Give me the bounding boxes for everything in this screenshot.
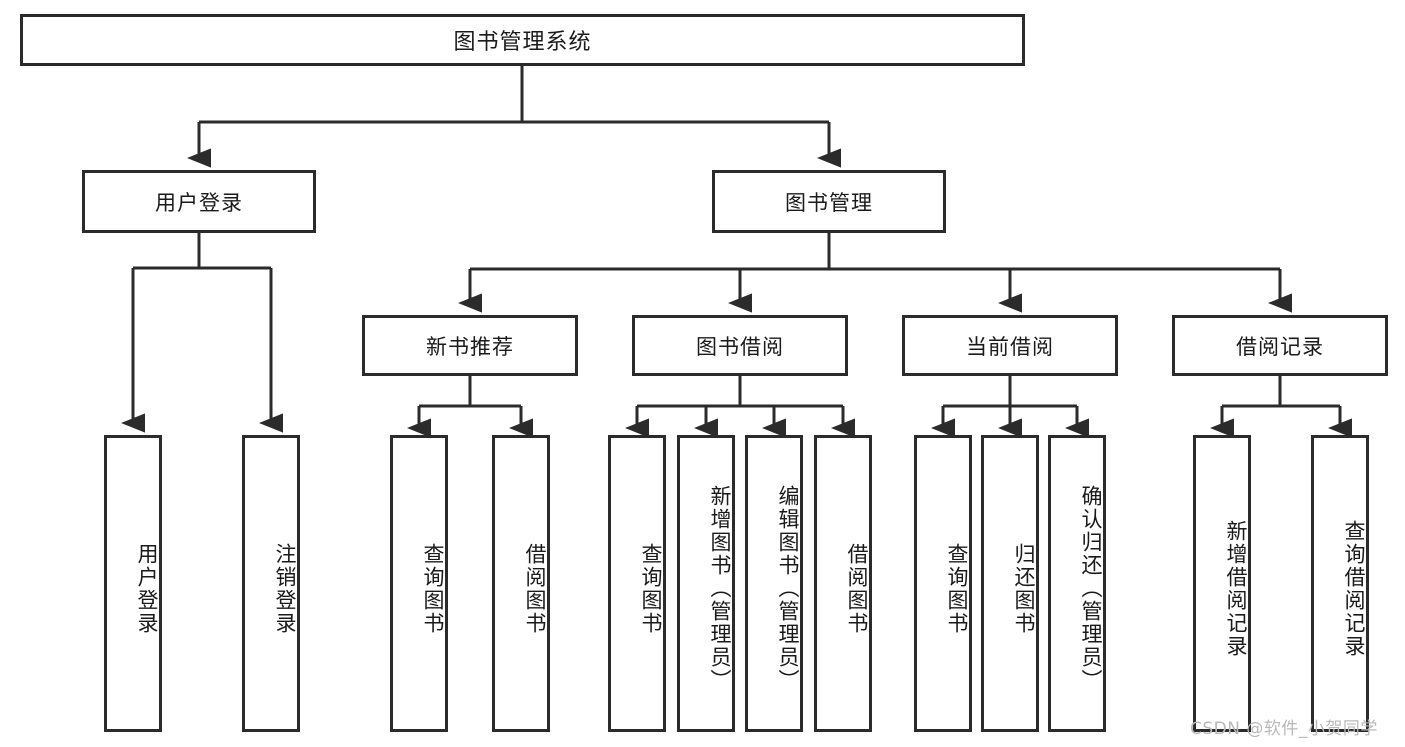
node-leaf-query-record[interactable]: 查询借阅记录 [1311,435,1369,732]
node-current-borrow[interactable]: 当前借阅 [902,315,1118,376]
node-leaf-logout-login[interactable]: 注销登录 [242,435,300,732]
node-leaf-user-login[interactable]: 用户登录 [104,435,162,732]
node-leaf-confirm-return[interactable]: 确认归还（管理员） [1048,435,1106,732]
leaf-label: 借阅图书 [845,542,869,635]
node-leaf-borrow-book-1[interactable]: 借阅图书 [492,435,550,732]
leaf-label: 用户登录 [135,542,159,635]
node-leaf-add-record[interactable]: 新增借阅记录 [1193,435,1251,732]
leaf-label: 归还图书 [1012,542,1036,635]
node-new-book-recommend[interactable]: 新书推荐 [362,315,578,376]
node-user-login[interactable]: 用户登录 [82,170,316,233]
leaf-label: 查询图书 [945,542,969,635]
leaf-label: 查询图书 [639,542,663,635]
node-borrow-record[interactable]: 借阅记录 [1172,315,1388,376]
leaf-label: 查询图书 [421,542,445,635]
leaf-label: 确认归还（管理员） [1079,485,1103,692]
node-leaf-query-book-3[interactable]: 查询图书 [914,435,972,732]
leaf-label: 新增借阅记录 [1224,519,1248,658]
leaf-label: 借阅图书 [523,542,547,635]
node-book-borrow[interactable]: 图书借阅 [632,315,848,376]
node-leaf-query-book-2[interactable]: 查询图书 [608,435,666,732]
leaf-label: 编辑图书（管理员） [776,485,800,692]
node-book-management[interactable]: 图书管理 [712,170,946,233]
watermark-text: CSDN @软件_小贺同学 [1190,719,1378,739]
leaf-label: 新增图书（管理员） [708,485,732,692]
node-leaf-borrow-book-2[interactable]: 借阅图书 [814,435,872,732]
node-leaf-return-book[interactable]: 归还图书 [981,435,1039,732]
node-root[interactable]: 图书管理系统 [20,14,1025,66]
leaf-label: 查询借阅记录 [1342,519,1366,658]
node-leaf-add-book[interactable]: 新增图书（管理员） [677,435,735,732]
node-leaf-edit-book[interactable]: 编辑图书（管理员） [745,435,803,732]
leaf-label: 注销登录 [273,542,297,635]
node-leaf-query-book-1[interactable]: 查询图书 [390,435,448,732]
